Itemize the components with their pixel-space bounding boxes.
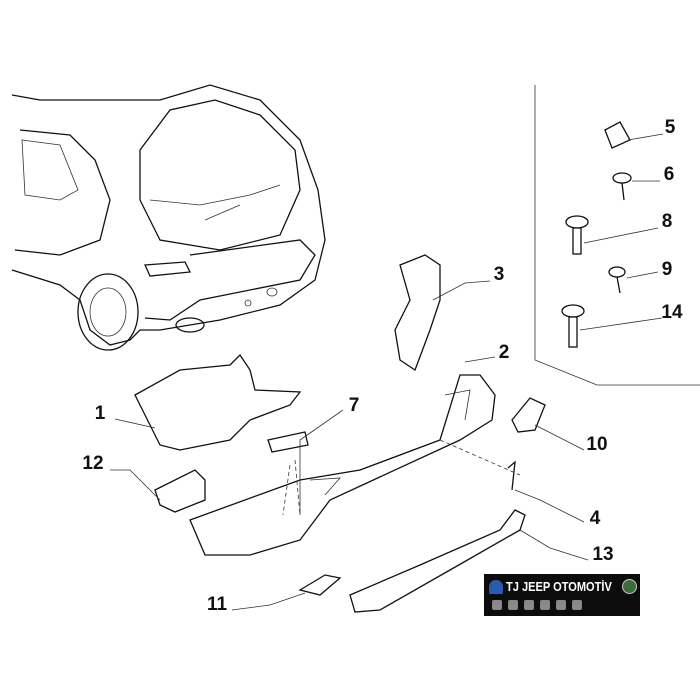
alfa-romeo-icon bbox=[622, 579, 637, 594]
callout-12: 12 bbox=[82, 453, 103, 474]
part-12-exhaust-tip bbox=[154, 469, 206, 513]
leader-lines bbox=[110, 133, 664, 611]
callout-2: 2 bbox=[499, 342, 510, 363]
part-11-reflector bbox=[298, 574, 342, 596]
callout-7: 7 bbox=[349, 395, 360, 416]
part-4-bracket bbox=[507, 460, 516, 491]
watermark-logo: TJ JEEP OTOMOTİV bbox=[484, 574, 640, 616]
callout-6: 6 bbox=[664, 164, 675, 185]
car-rear-illustration bbox=[11, 84, 326, 351]
callout-3: 3 bbox=[494, 264, 505, 285]
part-13-diffuser bbox=[349, 509, 526, 613]
callout-8: 8 bbox=[662, 211, 673, 232]
watermark-text: TJ JEEP OTOMOTİV bbox=[506, 579, 612, 594]
callout-4: 4 bbox=[590, 508, 601, 529]
part-14-fastener bbox=[561, 304, 585, 348]
part-6-screw bbox=[612, 172, 632, 201]
brand-badges bbox=[492, 600, 582, 610]
part-8-fastener bbox=[565, 215, 589, 255]
part-5-clip bbox=[604, 121, 631, 149]
callout-13: 13 bbox=[592, 544, 613, 565]
callout-11: 11 bbox=[207, 594, 228, 615]
callout-10: 10 bbox=[586, 434, 607, 455]
part-10-cap bbox=[511, 397, 546, 433]
group-bracket-line bbox=[534, 85, 700, 386]
callout-14: 14 bbox=[661, 302, 683, 323]
mopar-icon bbox=[489, 580, 503, 594]
part-2-bumper bbox=[189, 374, 496, 556]
part-1-absorber bbox=[134, 353, 302, 451]
callout-5: 5 bbox=[665, 117, 676, 138]
callout-1: 1 bbox=[95, 403, 106, 424]
callout-9: 9 bbox=[662, 259, 673, 280]
part-3-bracket bbox=[394, 254, 441, 371]
part-9-screw bbox=[608, 266, 626, 294]
part-7-reflector bbox=[267, 431, 309, 453]
